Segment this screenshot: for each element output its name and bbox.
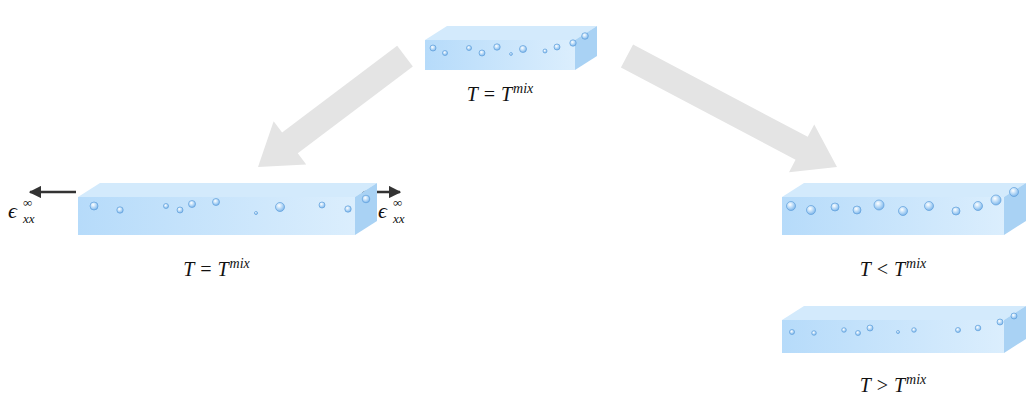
strain-symbol: ∞	[393, 196, 402, 209]
bubble	[479, 50, 485, 56]
temperature-text: T = T	[183, 258, 228, 280]
bubble	[991, 195, 1001, 205]
foam-slab: T > Tmix	[782, 306, 1026, 400]
bubble	[874, 200, 884, 210]
foam-slab: T < Tmix	[782, 183, 1026, 284]
bubble	[177, 207, 183, 213]
bubble	[90, 202, 98, 210]
bubble	[856, 331, 861, 336]
bubble	[997, 319, 1003, 325]
bubble	[831, 203, 839, 211]
strain-symbol: xx	[393, 212, 405, 225]
slab-side-face	[355, 183, 377, 235]
superscript-text: mix	[906, 256, 926, 271]
slab-illustration	[782, 306, 1026, 354]
bubble	[319, 202, 325, 208]
slab-front-face	[78, 197, 355, 235]
bubble	[255, 212, 258, 215]
bubble	[543, 49, 547, 53]
bubble	[362, 195, 370, 203]
bubble	[975, 325, 981, 331]
slab-side-face	[1004, 183, 1026, 235]
temperature-text: T < T	[860, 258, 905, 280]
slab-side-face	[575, 26, 597, 70]
bubble	[494, 44, 500, 50]
bubble	[867, 325, 873, 331]
bubble	[554, 44, 560, 50]
transition-arrow	[258, 46, 413, 167]
bubble	[430, 45, 436, 51]
bubble	[276, 203, 285, 212]
bubble	[520, 46, 527, 53]
bubble	[853, 206, 861, 214]
bubble	[790, 330, 795, 335]
bubble	[345, 206, 351, 212]
strain-arrow	[30, 191, 76, 194]
bubble	[1011, 313, 1017, 319]
bubble	[842, 328, 847, 333]
slab-illustration	[425, 26, 597, 71]
bubble	[912, 328, 917, 333]
temperature-label: T > Tmix	[782, 373, 1004, 400]
transition-arrow	[621, 45, 837, 173]
slab-front-face	[782, 197, 1004, 235]
bubble	[467, 46, 472, 51]
strain-symbol: ϵ	[378, 200, 387, 222]
temperature-label: T = Tmix	[425, 82, 575, 109]
temperature-text: T = T	[467, 83, 512, 105]
bubble	[899, 207, 908, 216]
foam-slab: T = Tmix	[425, 26, 597, 109]
temperature-label: T = Tmix	[78, 257, 355, 284]
strain-symbol: xx	[23, 212, 35, 225]
slab-front-face	[782, 320, 1004, 353]
superscript-text: mix	[230, 256, 250, 271]
bubble	[974, 202, 983, 211]
bubble	[213, 199, 220, 206]
strain-symbol: ∞	[23, 196, 32, 209]
bubble	[570, 40, 576, 46]
bubble	[189, 201, 196, 208]
bubble	[117, 207, 123, 213]
bubble	[443, 51, 448, 56]
bubble	[164, 204, 169, 209]
slab-top-face	[425, 26, 597, 40]
superscript-text: mix	[906, 372, 926, 387]
bubble	[807, 206, 816, 215]
temperature-text: T > T	[860, 374, 905, 396]
temperature-label: T < Tmix	[782, 257, 1004, 284]
bubble	[582, 33, 589, 40]
slab-top-face	[782, 306, 1026, 320]
bubble	[925, 202, 934, 211]
slab-top-face	[782, 183, 1026, 197]
bubble	[812, 331, 817, 336]
bubble	[952, 207, 960, 215]
slab-side-face	[1004, 306, 1026, 353]
foam-slab: T = Tmix	[78, 183, 377, 284]
superscript-text: mix	[513, 81, 533, 96]
slab-illustration	[78, 183, 377, 236]
slab-top-face	[78, 183, 377, 197]
bubble	[956, 328, 961, 333]
bubble	[897, 331, 900, 334]
strain-symbol: ϵ	[8, 200, 17, 222]
slab-front-face	[425, 40, 575, 70]
slab-illustration	[782, 183, 1026, 236]
bubble	[787, 202, 796, 211]
bubble	[510, 53, 513, 56]
bubble	[1010, 188, 1019, 197]
